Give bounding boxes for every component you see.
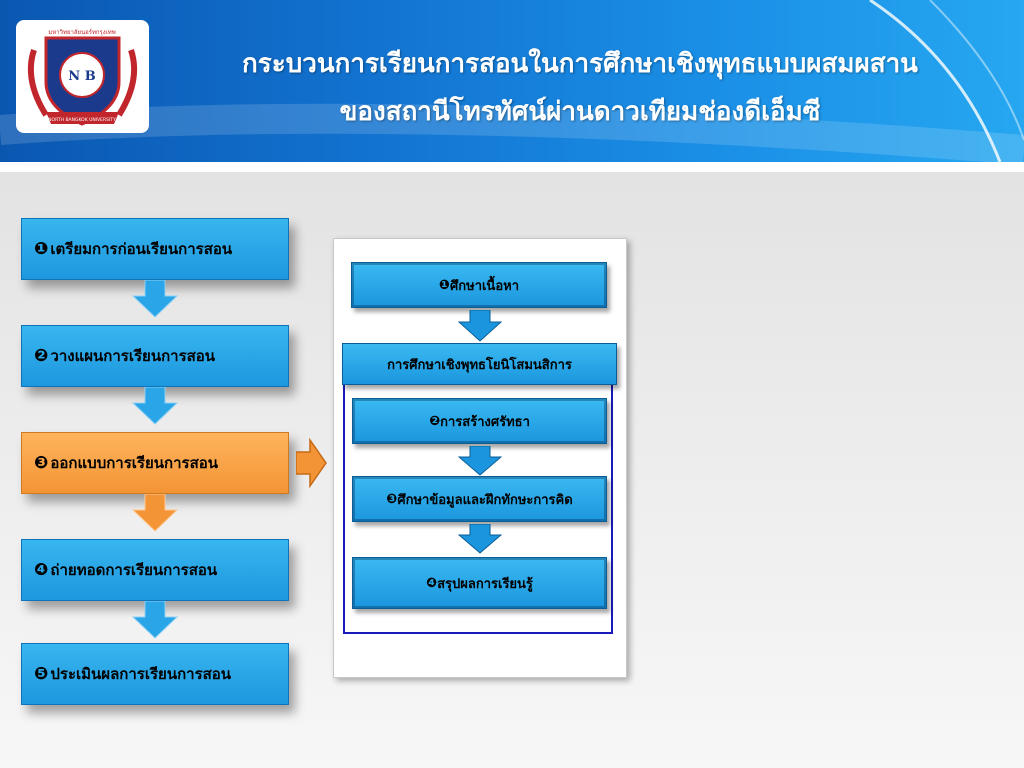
step-label: ออกแบบการเรียนการสอน bbox=[50, 454, 218, 472]
page-title: กระบวนการเรียนการสอนในการศึกษาเชิงพุทธแบ… bbox=[150, 40, 1010, 136]
step-label: ถ่ายทอดการเรียนการสอน bbox=[50, 561, 218, 579]
method-ribbon: การศึกษาเชิงพุทธโยนิโสมนสิการ bbox=[342, 343, 617, 385]
down-arrow-icon bbox=[132, 494, 178, 532]
step-5-evaluate: ❺ ประเมินผลการเรียนการสอน bbox=[21, 643, 289, 705]
down-arrow-icon bbox=[458, 310, 502, 342]
logo-monogram: N B bbox=[68, 69, 95, 84]
step-number: ❸ bbox=[34, 453, 49, 473]
step-label: เตรียมการก่อนเรียนการสอน bbox=[50, 240, 233, 258]
detail-box-summarize: ❹ สรุปผลการเรียนรู้ bbox=[352, 557, 607, 609]
step-3-design: ❸ ออกแบบการเรียนการสอน bbox=[21, 432, 289, 494]
step-4-deliver: ❹ ถ่ายทอดการเรียนการสอน bbox=[21, 539, 289, 601]
detail-number: ❷ bbox=[429, 413, 441, 429]
down-arrow-icon bbox=[458, 446, 502, 476]
logo-bottom-text: NORTH BANGKOK UNIVERSITY bbox=[48, 117, 116, 123]
step-2-plan: ❷ วางแผนการเรียนการสอน bbox=[21, 325, 289, 387]
step-number: ❹ bbox=[34, 560, 49, 580]
detail-label: การสร้างศรัทธา bbox=[440, 414, 530, 430]
detail-box-build-faith: ❷ การสร้างศรัทธา bbox=[352, 398, 607, 444]
detail-number: ❸ bbox=[386, 491, 398, 507]
step-1-prepare: ❶ เตรียมการก่อนเรียนการสอน bbox=[21, 218, 289, 280]
detail-box-study-content: ❶ ศึกษาเนื้อหา bbox=[351, 262, 607, 308]
detail-number: ❶ bbox=[438, 277, 450, 293]
detail-label: สรุปผลการเรียนรู้ bbox=[437, 576, 533, 592]
step-number: ❺ bbox=[34, 664, 49, 684]
logo-emblem-icon: N B มหาวิทยาลัยนอร์ทกรุงเทพ NORTH BANGKO… bbox=[27, 28, 138, 126]
detail-label: ศึกษาข้อมูลและฝึกทักษะการคิด bbox=[397, 492, 573, 508]
down-arrow-icon bbox=[132, 280, 178, 318]
university-logo: N B มหาวิทยาลัยนอร์ทกรุงเทพ NORTH BANGKO… bbox=[16, 20, 149, 133]
right-arrow-icon bbox=[296, 438, 327, 488]
down-arrow-icon bbox=[458, 524, 502, 554]
header-banner: N B มหาวิทยาลัยนอร์ทกรุงเทพ NORTH BANGKO… bbox=[0, 0, 1024, 162]
title-line-2: ของสถานีโทรทัศน์ผ่านดาวเทียมช่องดีเอ็มซี bbox=[339, 97, 821, 127]
header-divider bbox=[0, 162, 1024, 172]
step-label: วางแผนการเรียนการสอน bbox=[50, 347, 216, 365]
title-line-1: กระบวนการเรียนการสอนในการศึกษาเชิงพุทธแบ… bbox=[242, 49, 918, 79]
step-number: ❶ bbox=[34, 239, 49, 259]
down-arrow-icon bbox=[132, 387, 178, 425]
detail-label: ศึกษาเนื้อหา bbox=[450, 278, 519, 294]
down-arrow-icon bbox=[132, 601, 178, 639]
step-label: ประเมินผลการเรียนการสอน bbox=[50, 665, 232, 683]
step-number: ❷ bbox=[34, 346, 49, 366]
logo-top-text: มหาวิทยาลัยนอร์ทกรุงเทพ bbox=[48, 28, 115, 36]
detail-box-study-thinking: ❸ ศึกษาข้อมูลและฝึกทักษะการคิด bbox=[352, 476, 607, 522]
detail-number: ❹ bbox=[426, 575, 438, 591]
